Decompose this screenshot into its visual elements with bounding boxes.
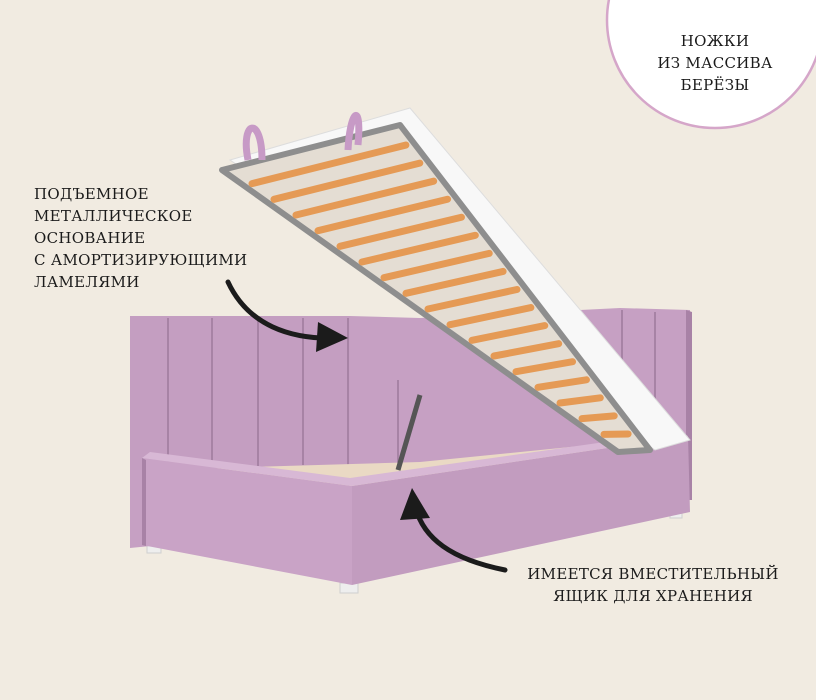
legs-caption: НОЖКИ ИЗ МАССИВА БЕРЁЗЫ bbox=[640, 30, 790, 96]
caption-line: ИЗ МАССИВА bbox=[657, 54, 773, 72]
caption-line: ПОДЪЕМНОЕ bbox=[34, 185, 149, 203]
lift-mechanism-caption: ПОДЪЕМНОЕ МЕТАЛЛИЧЕСКОЕ ОСНОВАНИЕ С АМОР… bbox=[34, 183, 247, 293]
storage-caption: ИМЕЕТСЯ ВМЕСТИТЕЛЬНЫЙ ЯЩИК ДЛЯ ХРАНЕНИЯ bbox=[505, 563, 801, 607]
caption-line: ЛАМЕЛЯМИ bbox=[34, 273, 140, 291]
gas-strut bbox=[395, 394, 423, 471]
caption-line: МЕТАЛЛИЧЕСКОЕ bbox=[34, 207, 193, 225]
slat bbox=[446, 304, 535, 329]
slat bbox=[424, 286, 521, 313]
legs-info-circle bbox=[605, 0, 816, 130]
slat bbox=[468, 322, 549, 344]
curved-arrow-icon bbox=[225, 279, 348, 352]
slat bbox=[578, 412, 618, 423]
caption-line: НОЖКИ bbox=[680, 32, 750, 50]
slat bbox=[248, 141, 410, 188]
slat bbox=[270, 159, 424, 203]
slat bbox=[512, 358, 577, 376]
caption-line: С АМОРТИЗИРУЮЩИМИ bbox=[34, 251, 248, 269]
slat bbox=[358, 231, 479, 266]
slat bbox=[402, 267, 507, 297]
caption-line: ИМЕЕТСЯ ВМЕСТИТЕЛЬНЫЙ bbox=[527, 565, 779, 583]
slat bbox=[292, 177, 438, 219]
lift-strap bbox=[344, 111, 363, 151]
slat bbox=[556, 394, 604, 407]
lift-strap bbox=[242, 124, 266, 161]
slat bbox=[380, 249, 493, 282]
caption-line: ОСНОВАНИЕ bbox=[34, 229, 146, 247]
curved-arrow-icon bbox=[400, 488, 508, 573]
slat bbox=[314, 195, 452, 235]
slat bbox=[490, 340, 563, 360]
caption-line: ЯЩИК ДЛЯ ХРАНЕНИЯ bbox=[553, 587, 753, 605]
bed-front-rail bbox=[142, 432, 690, 585]
bed-leg bbox=[339, 582, 359, 594]
slat bbox=[534, 376, 590, 391]
caption-line: БЕРЁЗЫ bbox=[680, 76, 750, 94]
slat bbox=[336, 213, 465, 250]
lift-base-frame bbox=[219, 122, 653, 455]
